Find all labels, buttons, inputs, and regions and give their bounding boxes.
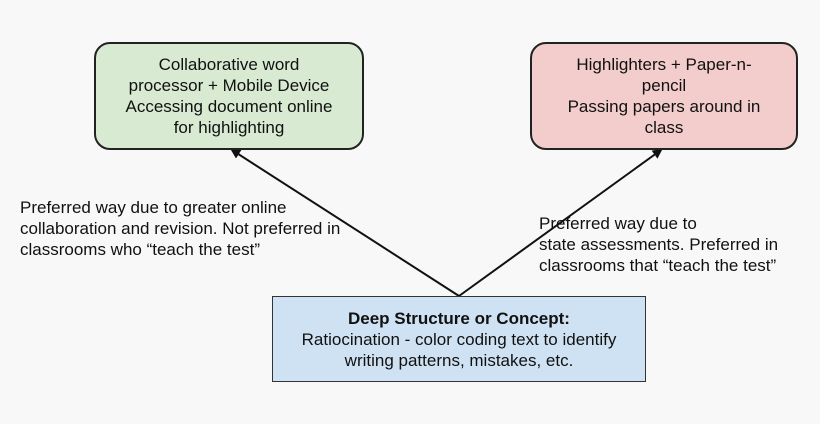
right-box-line: Passing papers around in (567, 97, 761, 116)
left-box-line: Collaborative word (158, 55, 300, 74)
left-arrow-label: Preferred way due to greater online coll… (20, 197, 340, 260)
left-label-line: collaboration and revision. Not preferre… (20, 219, 341, 238)
arrow-to-left-box (230, 148, 460, 297)
deep-structure-line: writing patterns, mistakes, etc. (344, 350, 574, 370)
right-label-line: Preferred way due to (539, 214, 697, 233)
right-option-box: Highlighters + Paper-n- pencil Passing p… (530, 42, 798, 150)
right-label-line: state assessments. Preferred in (539, 235, 779, 254)
deep-structure-title: Deep Structure or Concept: (348, 308, 570, 328)
deep-structure-box: Deep Structure or Concept: Ratiocination… (272, 296, 646, 382)
deep-structure-line: Ratiocination - color coding text to ide… (301, 329, 617, 349)
right-box-line: class (644, 118, 684, 137)
left-option-box: Collaborative word processor + Mobile De… (94, 42, 364, 150)
right-arrow-label: Preferred way due to state assessments. … (539, 213, 778, 276)
left-label-line: Preferred way due to greater online (20, 198, 287, 217)
arrow-to-right-box (458, 148, 663, 297)
left-box-line: Accessing document online (125, 97, 333, 116)
right-box-line: pencil (641, 76, 687, 95)
right-label-line: classrooms that “teach the test” (539, 256, 777, 275)
left-box-line: processor + Mobile Device (128, 76, 330, 95)
left-box-line: for highlighting (173, 118, 285, 137)
left-label-line: classrooms who “teach the test” (20, 240, 260, 259)
right-box-line: Highlighters + Paper-n- (576, 55, 752, 74)
